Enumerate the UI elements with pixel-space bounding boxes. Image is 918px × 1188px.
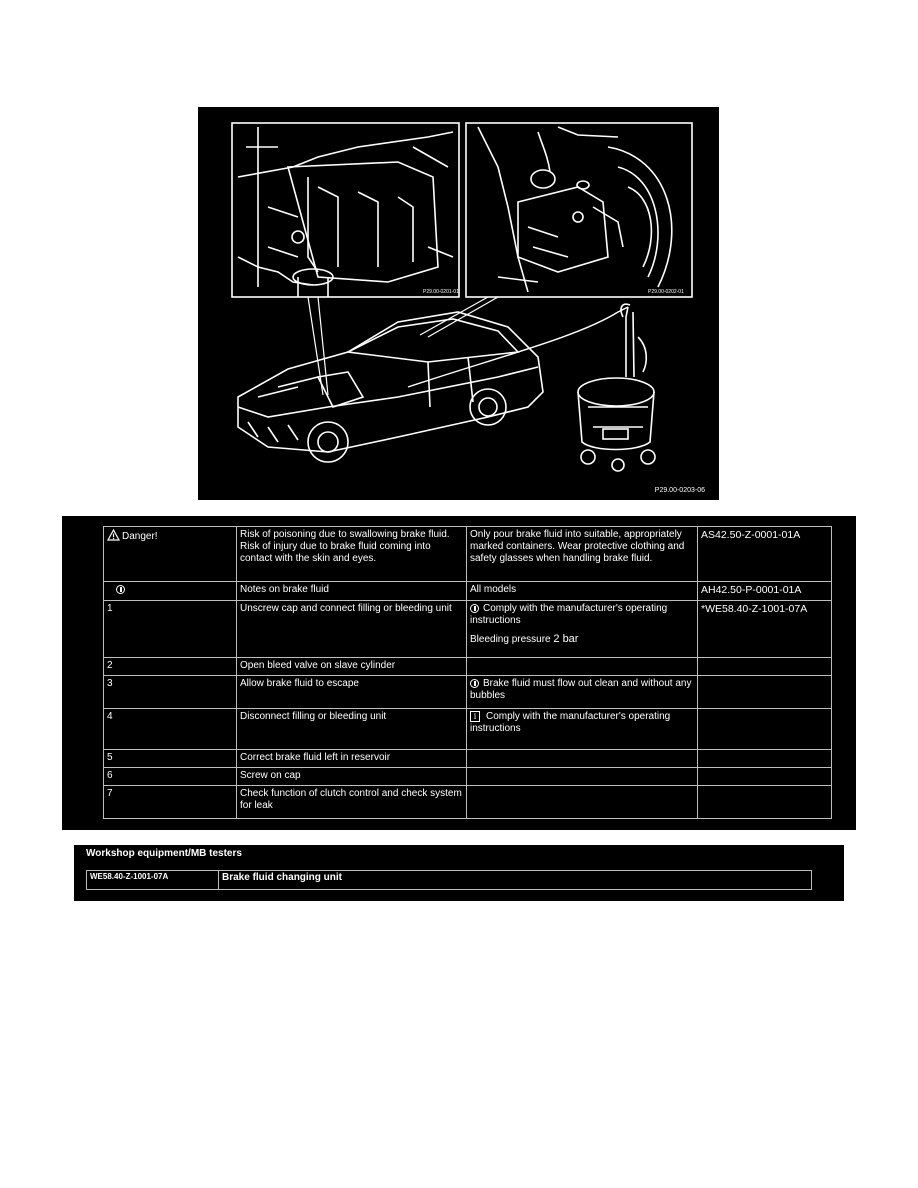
table-row: 7 Check function of clutch control and c… [103,785,832,819]
procedure-table: Danger! Risk of poisoning due to swallow… [103,526,832,819]
table-row: 1 Unscrew cap and connect filling or ble… [103,600,832,658]
reference-code: AH42.50-P-0001-01A [697,581,832,601]
car-drawing [237,311,544,463]
step-note [466,767,698,786]
step-number: 2 [103,657,237,676]
step-note: Comply with the manufacturer's operating… [466,600,698,658]
right-inset-reservoir [465,122,693,298]
danger-label: Danger! [122,531,158,542]
illustration-drawing: P29.00-0201-01 P29.00-0202-01 [198,107,719,500]
step-number: 6 [103,767,237,786]
reference-code: *WE58.40-Z-1001-07A [697,600,832,658]
info-icon: i [470,711,480,722]
step-note [466,785,698,819]
step-number: 3 [103,675,237,709]
warning-triangle-icon [107,529,120,541]
note-circle-icon [470,679,479,688]
workshop-equipment-panel: Workshop equipment/MB testers WE58.40-Z-… [74,845,844,901]
table-row: Notes on brake fluid All models AH42.50-… [103,581,832,601]
reference-code [697,749,832,768]
danger-cell: Danger! [103,526,237,582]
figure-code: P29.00-0203-06 [654,487,705,494]
step-number: 5 [103,749,237,768]
step-number: 4 [103,708,237,750]
left-inset-code: P29.00-0201-01 [423,289,459,295]
right-inset-code: P29.00-0202-01 [648,289,684,295]
step-number: 7 [103,785,237,819]
step-note: All models [466,581,698,601]
equipment-code: WE58.40-Z-1001-07A [86,870,219,890]
step-text: Screw on cap [236,767,467,786]
table-row: 2 Open bleed valve on slave cylinder [103,657,832,676]
bleeding-hose [407,306,629,388]
step-note: Brake fluid must flow out clean and with… [466,675,698,709]
step-text: Disconnect filling or bleeding unit [236,708,467,750]
note-icon-cell [103,581,237,601]
step-number: 1 [103,600,237,658]
step-note [466,657,698,676]
reference-code [697,657,832,676]
table-row: 5 Correct brake fluid left in reservoir [103,749,832,768]
note-circle-icon [116,585,125,594]
table-row: WE58.40-Z-1001-07A Brake fluid changing … [86,870,812,890]
equipment-name: Brake fluid changing unit [218,870,812,890]
leader-lines [307,296,499,396]
reference-code [697,675,832,709]
reference-code [697,767,832,786]
reference-code: AS42.50-Z-0001-01A [697,526,832,582]
step-note [466,749,698,768]
workshop-table: WE58.40-Z-1001-07A Brake fluid changing … [86,870,812,890]
brake-bleeding-illustration: P29.00-0201-01 P29.00-0202-01 [198,107,719,500]
reference-code [697,708,832,750]
reference-code [697,785,832,819]
step-text: Notes on brake fluid [236,581,467,601]
left-inset-engine-bay [231,122,460,298]
table-row: 3 Allow brake fluid to escape Brake flui… [103,675,832,709]
workshop-title: Workshop equipment/MB testers [86,848,242,859]
note-circle-icon [470,604,479,613]
step-text: Check function of clutch control and che… [236,785,467,819]
step-text: Correct brake fluid left in reservoir [236,749,467,768]
bleeding-pressure: Bleeding pressure 2 bar [470,633,579,645]
step-text: Allow brake fluid to escape [236,675,467,709]
risk-cell: Risk of poisoning due to swallowing brak… [236,526,467,582]
step-text: Unscrew cap and connect filling or bleed… [236,600,467,658]
table-row: 6 Screw on cap [103,767,832,786]
table-row: Danger! Risk of poisoning due to swallow… [103,526,832,582]
protection-cell: Only pour brake fluid into suitable, app… [466,526,698,582]
step-text: Open bleed valve on slave cylinder [236,657,467,676]
procedure-panel: Danger! Risk of poisoning due to swallow… [62,516,856,830]
bleeding-unit-drawing [577,303,656,472]
